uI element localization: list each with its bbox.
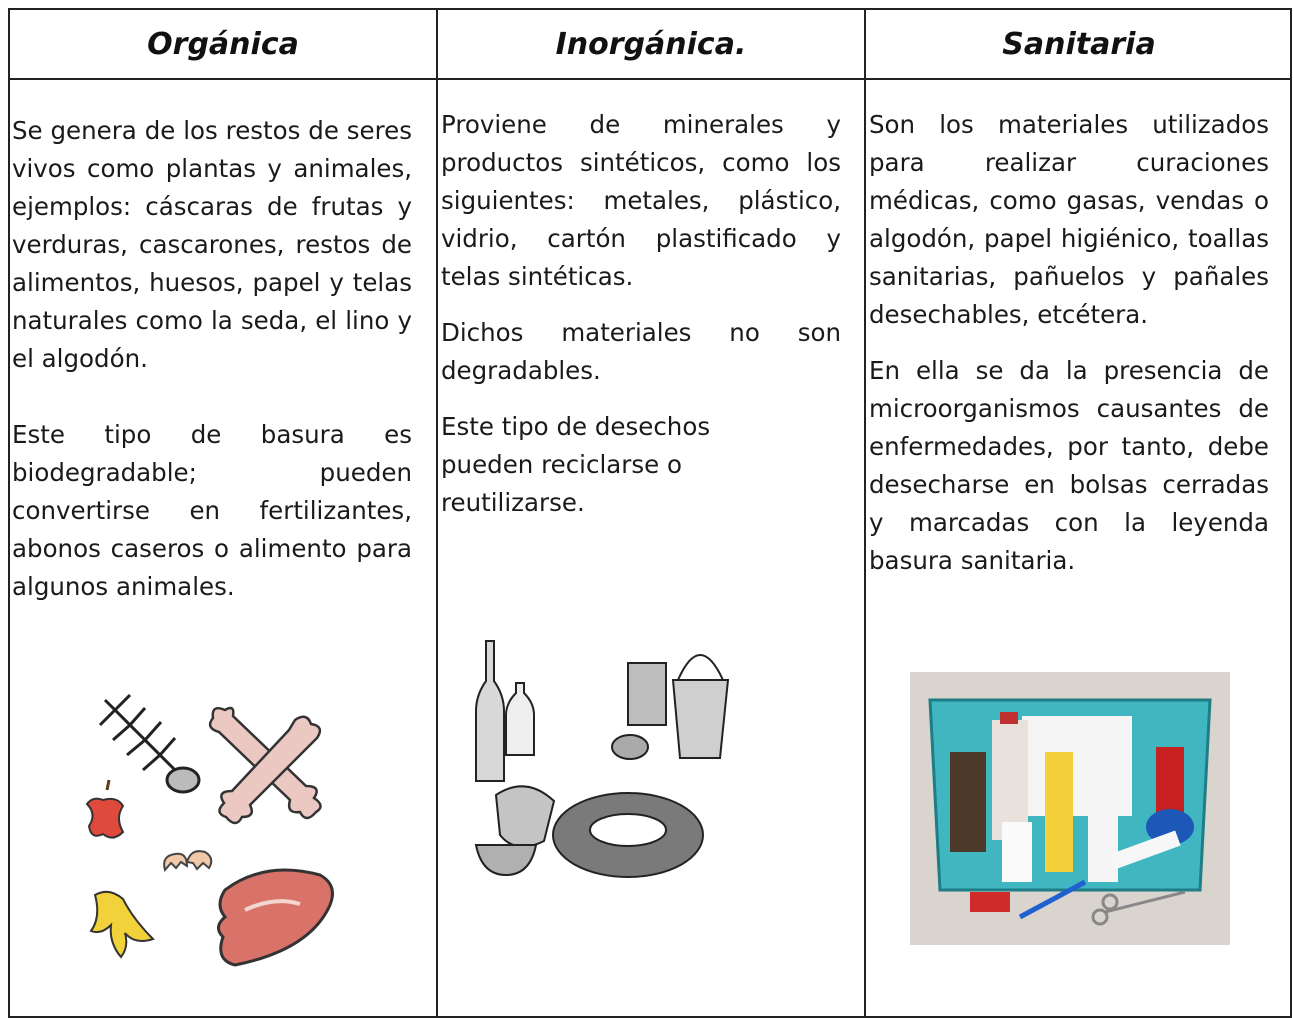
inorganica-paragraph-1: Proviene de minerales y productos sintét… [441,110,841,291]
eggshell-icon [163,850,213,873]
fish-skeleton-icon [98,693,201,794]
meat-icon [217,868,334,967]
header-sanitaria: Sanitaria [1002,26,1156,62]
bucket-icon [671,679,730,759]
small-bottle-icon [505,682,535,756]
broken-pot-icon [494,785,556,848]
bottle-icon [475,640,505,782]
organica-paragraph-2: Este tipo de basura es biodegradable; pu… [12,420,412,601]
column-divider [436,10,438,1016]
tire-icon [552,792,704,878]
column-divider [864,10,866,1016]
small-can-icon [611,734,649,760]
inorganica-text: Proviene de minerales y productos sintét… [441,106,841,522]
header-organica: Orgánica [147,26,299,62]
bowl-icon [474,844,538,877]
inorganica-paragraph-2: Dichos materiales no son degradables. [441,318,841,385]
inorganic-waste-illustration [474,640,730,878]
first-aid-kit-illustration [910,672,1230,945]
bone-icon [208,706,322,825]
first-aid-kit-icon [928,698,1212,926]
sanitaria-paragraph-1: Son los materiales utilizados para reali… [869,110,1269,329]
sanitaria-paragraph-2: En ella se da la presencia de microorgan… [869,356,1269,575]
sanitaria-text: Son los materiales utilizados para reali… [869,106,1269,580]
can-icon [627,662,667,726]
inorganica-paragraph-3: Este tipo de desechos pueden reciclarse … [441,412,711,517]
header-inorganica: Inorgánica. [555,26,747,62]
organica-paragraph-1: Se genera de los restos de seres vivos c… [12,116,412,373]
organica-text: Se genera de los restos de seres vivos c… [12,112,412,606]
header-divider [10,78,1290,80]
banana-peel-icon [89,890,155,959]
apple-core-icon [85,779,125,839]
organic-waste-illustration [85,693,334,967]
